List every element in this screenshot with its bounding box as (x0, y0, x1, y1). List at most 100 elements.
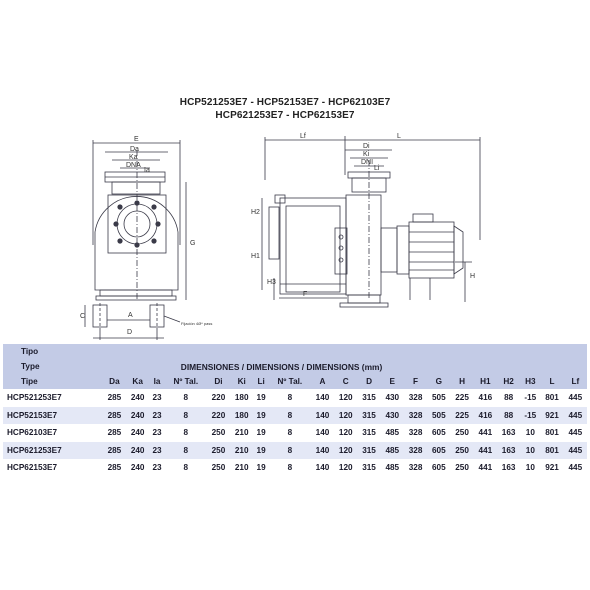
dimension-cell: 220 (206, 406, 231, 424)
dimension-cell: 8 (287, 463, 293, 473)
dimension-cell: 801 (545, 428, 559, 438)
dimension-cell: 120 (334, 441, 358, 459)
col-header: A (310, 374, 335, 389)
dimensions-table: Tipo Type DIMENSIONES / DIMENSIONS / DIM… (3, 344, 587, 477)
dimension-cell: 328 (403, 406, 428, 424)
dimension-cell: 140 (310, 441, 335, 459)
dimension-cell: 23 (152, 463, 162, 473)
label-A: A (128, 312, 133, 319)
label-fixing: Fijación 4Ø* pass (181, 321, 212, 326)
dimension-cell: 8 (268, 441, 311, 459)
dimension-cell: 250 (450, 441, 474, 459)
dimension-cell: 180 (234, 393, 249, 403)
dimension-cell: 285 (102, 441, 127, 459)
dimension-cell: 445 (563, 406, 587, 424)
label-H1: H1 (251, 253, 260, 260)
header-row-type: Type DIMENSIONES / DIMENSIONS / DIMENSIO… (3, 359, 587, 374)
dimension-cell: 120 (338, 463, 353, 473)
dimension-cell: 441 (478, 428, 493, 438)
col-header: G (427, 374, 451, 389)
dimension-cell: 180 (230, 406, 254, 424)
dimension-cell: 285 (107, 428, 122, 438)
col-header: Ki (230, 374, 254, 389)
dimension-cell: 210 (230, 441, 254, 459)
dimension-cell: 485 (380, 441, 404, 459)
model-cell: HCP62103E7 (7, 428, 58, 438)
dimension-cell: 163 (496, 441, 521, 459)
drawing-title-line-2: HCP621253E7 - HCP62153E7 (215, 110, 355, 121)
dimension-cell: 19 (256, 463, 266, 473)
dimension-cell: 441 (478, 463, 493, 473)
dimension-cell: 441 (473, 441, 497, 459)
dimension-cell: 23 (149, 406, 165, 424)
label-Da: Da (130, 146, 139, 153)
dimension-cell: 240 (130, 428, 145, 438)
dimension-cell: -15 (520, 406, 541, 424)
dimension-cell: 19 (253, 441, 269, 459)
label-C: C (80, 313, 85, 320)
dimension-cell: 120 (338, 393, 353, 403)
label-Di: Di (363, 143, 370, 150)
dimension-cell: 88 (504, 393, 514, 403)
col-header: H (450, 374, 474, 389)
col-header: H3 (520, 374, 541, 389)
dimension-cell: 23 (152, 428, 162, 438)
dimension-cell: 328 (403, 441, 428, 459)
tipe-label: Tipe (3, 374, 103, 389)
header-row-columns: Tipe Da Ka Ia Nº Tal. Di Ki Li Nº Tal. A… (3, 374, 587, 389)
dimension-cell: 416 (473, 406, 497, 424)
label-F: F (303, 291, 307, 298)
dimension-cell: 505 (431, 393, 446, 403)
dimension-cell: 225 (450, 406, 474, 424)
col-header: Nº Tal. (268, 374, 311, 389)
dimension-cell: 8 (287, 393, 293, 403)
label-H: H (470, 273, 475, 280)
dimension-cell: 315 (357, 441, 381, 459)
col-header: F (403, 374, 428, 389)
dimension-cell: 8 (164, 406, 207, 424)
dimension-cell: 8 (183, 428, 189, 438)
col-header: E (380, 374, 404, 389)
label-E: E (134, 136, 139, 143)
model-cell: HCP621253E7 (3, 441, 103, 459)
col-header: Di (206, 374, 231, 389)
dimension-cell: 315 (362, 428, 376, 438)
label-D: D (127, 329, 132, 336)
label-Li: Li (374, 165, 380, 172)
label-DNA: DNA (126, 162, 141, 169)
dimension-cell: 240 (130, 463, 145, 473)
dimension-cell: 163 (501, 463, 516, 473)
col-header: H2 (496, 374, 521, 389)
dimension-cell: 605 (431, 463, 446, 473)
dimensions-title: DIMENSIONES / DIMENSIONS / DIMENSIONS (m… (102, 359, 587, 374)
dimension-cell: 801 (545, 393, 559, 403)
dimension-cell: 485 (385, 463, 400, 473)
col-header: Ia (149, 374, 165, 389)
label-Lf: Lf (300, 133, 306, 140)
dimension-cell: 240 (126, 441, 150, 459)
label-L: L (397, 133, 401, 140)
dimension-cell: 605 (427, 441, 451, 459)
col-header: D (357, 374, 381, 389)
dimension-cell: 140 (310, 406, 335, 424)
label-Ia: Ia (144, 167, 150, 174)
label-DNI: DNI (361, 159, 373, 166)
dimension-cell: 220 (211, 393, 226, 403)
dimension-cell: 8 (268, 406, 311, 424)
type-label: Type (3, 359, 103, 374)
dimension-cell: 10 (525, 463, 535, 473)
dimension-cell: 240 (130, 393, 145, 403)
dimension-cell: 430 (385, 393, 400, 403)
model-cell: HCP62153E7 (7, 463, 58, 473)
dimension-cell: 315 (357, 406, 381, 424)
dimension-cell: 445 (563, 441, 587, 459)
dimension-cell: 250 (455, 463, 469, 473)
model-cell: HCP52153E7 (3, 406, 103, 424)
dimension-cell: 240 (126, 406, 150, 424)
dimension-cell: 19 (256, 393, 266, 403)
dimension-cell: 140 (315, 393, 330, 403)
dimension-cell: 445 (568, 428, 583, 438)
dimension-cell: 445 (568, 393, 583, 403)
dimension-cell: 250 (211, 463, 226, 473)
